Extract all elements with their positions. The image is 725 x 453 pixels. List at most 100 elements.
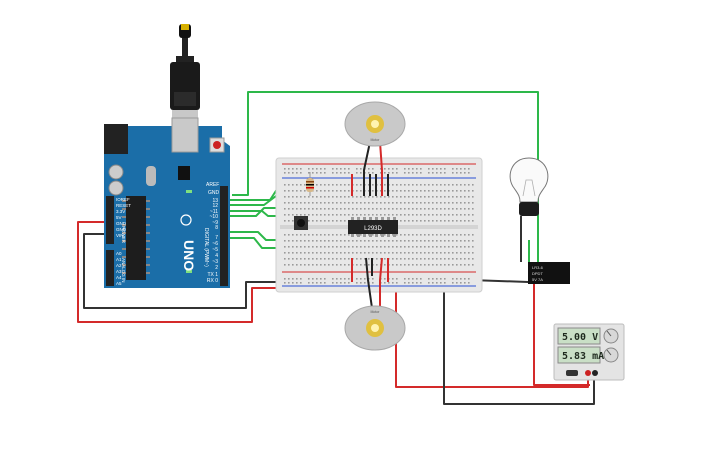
breadboard-hole[interactable] <box>356 234 358 236</box>
breadboard-hole[interactable] <box>392 252 394 254</box>
breadboard-hole[interactable] <box>368 172 370 174</box>
breadboard-hole[interactable] <box>356 196 358 198</box>
breadboard-hole[interactable] <box>408 278 410 280</box>
breadboard-hole[interactable] <box>356 258 358 260</box>
breadboard-hole[interactable] <box>304 264 306 266</box>
breadboard-hole[interactable] <box>424 234 426 236</box>
breadboard-hole[interactable] <box>412 168 414 170</box>
breadboard-hole[interactable] <box>468 220 470 222</box>
breadboard-hole[interactable] <box>300 252 302 254</box>
breadboard-hole[interactable] <box>316 190 318 192</box>
breadboard-hole[interactable] <box>404 278 406 280</box>
breadboard-hole[interactable] <box>412 202 414 204</box>
breadboard-hole[interactable] <box>308 234 310 236</box>
breadboard-hole[interactable] <box>304 214 306 216</box>
breadboard-hole[interactable] <box>432 220 434 222</box>
breadboard-hole[interactable] <box>364 258 366 260</box>
breadboard-hole[interactable] <box>304 258 306 260</box>
breadboard-hole[interactable] <box>300 172 302 174</box>
breadboard-hole[interactable] <box>428 202 430 204</box>
breadboard-hole[interactable] <box>368 240 370 242</box>
breadboard-hole[interactable] <box>312 214 314 216</box>
breadboard-hole[interactable] <box>328 208 330 210</box>
breadboard-hole[interactable] <box>356 282 358 284</box>
breadboard-hole[interactable] <box>456 264 458 266</box>
breadboard-hole[interactable] <box>356 202 358 204</box>
breadboard-hole[interactable] <box>452 246 454 248</box>
breadboard-hole[interactable] <box>432 240 434 242</box>
breadboard-hole[interactable] <box>432 202 434 204</box>
breadboard-hole[interactable] <box>444 246 446 248</box>
breadboard-hole[interactable] <box>316 184 318 186</box>
breadboard-hole[interactable] <box>404 258 406 260</box>
breadboard-hole[interactable] <box>456 246 458 248</box>
breadboard-hole[interactable] <box>468 214 470 216</box>
breadboard-hole[interactable] <box>420 190 422 192</box>
breadboard-hole[interactable] <box>300 202 302 204</box>
breadboard-hole[interactable] <box>340 252 342 254</box>
breadboard-hole[interactable] <box>436 202 438 204</box>
breadboard-hole[interactable] <box>432 282 434 284</box>
breadboard-hole[interactable] <box>404 208 406 210</box>
breadboard-hole[interactable] <box>448 214 450 216</box>
breadboard-hole[interactable] <box>384 214 386 216</box>
breadboard-hole[interactable] <box>340 246 342 248</box>
breadboard-hole[interactable] <box>412 246 414 248</box>
breadboard-hole[interactable] <box>340 278 342 280</box>
breadboard-hole[interactable] <box>360 168 362 170</box>
breadboard-hole[interactable] <box>388 252 390 254</box>
breadboard-hole[interactable] <box>424 196 426 198</box>
breadboard-hole[interactable] <box>436 246 438 248</box>
breadboard-hole[interactable] <box>416 278 418 280</box>
breadboard-hole[interactable] <box>332 234 334 236</box>
breadboard-hole[interactable] <box>428 168 430 170</box>
breadboard-hole[interactable] <box>372 196 374 198</box>
breadboard-hole[interactable] <box>344 258 346 260</box>
breadboard-hole[interactable] <box>468 168 470 170</box>
breadboard-hole[interactable] <box>320 258 322 260</box>
wire-black-supply[interactable] <box>443 282 595 405</box>
breadboard-hole[interactable] <box>460 234 462 236</box>
breadboard-hole[interactable] <box>400 258 402 260</box>
arduino-board[interactable]: AREF GND 13 12 ~11 ~10 ~9 8 7 ~6 ~5 4 ~3… <box>104 117 230 288</box>
wire-red-5v[interactable] <box>77 221 285 323</box>
breadboard-hole[interactable] <box>444 264 446 266</box>
breadboard-hole[interactable] <box>324 240 326 242</box>
breadboard-hole[interactable] <box>328 196 330 198</box>
breadboard-hole[interactable] <box>344 252 346 254</box>
breadboard-hole[interactable] <box>468 234 470 236</box>
breadboard-hole[interactable] <box>436 278 438 280</box>
breadboard-hole[interactable] <box>384 202 386 204</box>
breadboard-hole[interactable] <box>312 172 314 174</box>
breadboard-hole[interactable] <box>288 220 290 222</box>
breadboard-hole[interactable] <box>284 264 286 266</box>
breadboard-hole[interactable] <box>296 258 298 260</box>
breadboard-hole[interactable] <box>436 258 438 260</box>
breadboard-hole[interactable] <box>412 214 414 216</box>
breadboard-hole[interactable] <box>392 190 394 192</box>
breadboard-hole[interactable] <box>352 214 354 216</box>
breadboard-hole[interactable] <box>456 214 458 216</box>
breadboard-hole[interactable] <box>356 240 358 242</box>
wire-red-relay[interactable] <box>533 270 590 386</box>
breadboard-hole[interactable] <box>396 214 398 216</box>
breadboard-hole[interactable] <box>428 240 430 242</box>
breadboard-hole[interactable] <box>456 258 458 260</box>
breadboard-hole[interactable] <box>448 252 450 254</box>
breadboard-hole[interactable] <box>396 168 398 170</box>
breadboard-hole[interactable] <box>300 184 302 186</box>
breadboard-hole[interactable] <box>400 184 402 186</box>
breadboard-hole[interactable] <box>352 252 354 254</box>
breadboard-hole[interactable] <box>420 282 422 284</box>
breadboard-hole[interactable] <box>464 220 466 222</box>
breadboard-hole[interactable] <box>368 190 370 192</box>
breadboard-hole[interactable] <box>464 258 466 260</box>
breadboard-hole[interactable] <box>284 196 286 198</box>
breadboard-hole[interactable] <box>288 196 290 198</box>
breadboard-hole[interactable] <box>316 282 318 284</box>
breadboard-hole[interactable] <box>448 240 450 242</box>
breadboard-hole[interactable] <box>348 208 350 210</box>
breadboard-hole[interactable] <box>424 184 426 186</box>
breadboard-hole[interactable] <box>416 172 418 174</box>
breadboard-hole[interactable] <box>428 184 430 186</box>
